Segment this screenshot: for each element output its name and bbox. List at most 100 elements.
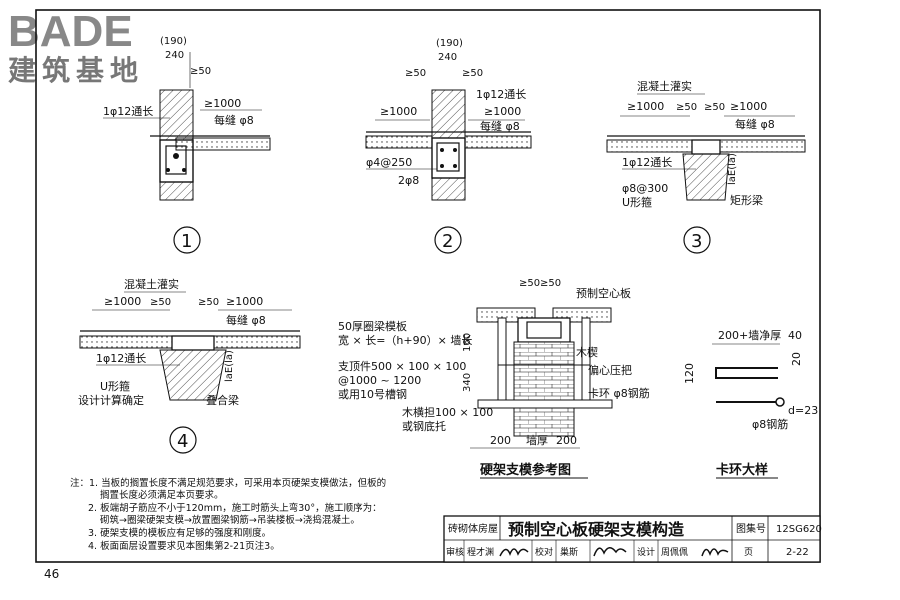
page-label: 页 xyxy=(744,547,753,558)
clip-ring-shape xyxy=(715,367,778,379)
dim-top: 200+墙净厚 xyxy=(718,328,781,342)
dim-160: 160 xyxy=(462,333,473,352)
grout-fill xyxy=(691,139,721,155)
rebar-joint-label: 每缝 φ8 xyxy=(214,113,254,127)
dim-50a: ≥50 xyxy=(405,68,426,79)
rect-beam xyxy=(682,153,730,201)
support-formwork-diagram: ≥50 ≥50 预制空心板 50厚圈梁模板 宽 × 长=（h+90）× 墙长 1… xyxy=(338,278,650,479)
design-label: 设计 xyxy=(637,546,655,558)
hollow-slab-right xyxy=(213,335,301,349)
dim-50b: ≥50 xyxy=(704,102,725,113)
beam-label: 叠合梁 xyxy=(206,393,239,407)
grout-label: 混凝土灌实 xyxy=(124,277,179,291)
anchor-label: laE(la) xyxy=(727,153,738,185)
dim-190: (190) xyxy=(436,38,463,49)
review-label: 审核 xyxy=(446,546,464,558)
checker-signature xyxy=(593,547,627,557)
dim-20: 20 xyxy=(790,352,803,366)
rebar-long-label: 1φ12通长 xyxy=(103,105,153,118)
hollow-slab xyxy=(175,137,271,151)
dim-1000: ≥1000 xyxy=(204,97,241,110)
slab-label: 预制空心板 xyxy=(576,286,631,300)
page-number-block: 2-22 xyxy=(786,547,809,558)
note-line: 注：1. 当板的搁置长度不满足规范要求，可采用本页硬架支模做法，但板的 xyxy=(70,477,386,489)
dim-340: 340 xyxy=(462,373,473,392)
detail-number: 2 xyxy=(442,231,453,252)
cam-lever-label: 偏心压把 xyxy=(588,363,632,377)
stirrup-label: φ8@300 xyxy=(622,182,668,195)
hollow-slab-left xyxy=(79,335,173,349)
detail-number-circle xyxy=(683,226,711,254)
dim-200a: 200 xyxy=(490,434,511,447)
hollow-slab-left xyxy=(606,139,693,153)
bottom-bar-label: 2φ8 xyxy=(398,174,419,187)
dim-50b: ≥50 xyxy=(462,68,483,79)
prop-label-2: @1000 ~ 1200 xyxy=(338,374,421,387)
dim-1000a: ≥1000 xyxy=(380,105,417,118)
atlas-number: 12SG620 xyxy=(776,524,822,535)
dim-d: d=23 xyxy=(788,404,818,417)
design-note-label: 设计计算确定 xyxy=(78,393,144,407)
dim-50b: ≥50 xyxy=(540,278,561,289)
reviewer-signature xyxy=(499,548,529,557)
note-line: 搁置长度必须满足本页要求。 xyxy=(100,489,224,501)
note-line: 4. 板面面层设置要求见本图集第2-21页注3。 xyxy=(88,540,280,552)
prop-left xyxy=(497,317,507,401)
detail-number-circle xyxy=(173,226,201,254)
grout-fill xyxy=(171,335,215,351)
beam-label: 矩形梁 xyxy=(730,193,763,207)
masonry-wall xyxy=(513,341,575,403)
dim-240: 240 xyxy=(438,52,457,63)
reviewer-name: 程才渊 xyxy=(467,546,494,558)
prop-label-3: 或用10号槽钢 xyxy=(338,388,407,401)
rebar-long-label: 1φ12通长 xyxy=(476,88,526,101)
drawing-title: 预制空心板硬架支模构造 xyxy=(508,520,685,539)
clip-label: 卡环 φ8钢筋 xyxy=(588,386,650,400)
detail-number: 3 xyxy=(691,231,702,252)
timber-crossbeam xyxy=(477,399,613,409)
rebar-joint-label: 每缝 φ8 xyxy=(480,119,520,133)
dim-50a: ≥50 xyxy=(150,297,171,308)
dim-1000a: ≥1000 xyxy=(104,295,141,308)
rebar-long-label: 1φ12通长 xyxy=(622,156,672,169)
wedge-label: 木楔 xyxy=(576,346,598,359)
anchor-label: laE(la) xyxy=(224,350,235,382)
designer-signature xyxy=(701,548,729,557)
rebar-joint-label: 每缝 φ8 xyxy=(735,117,775,131)
note-line: 砌筑→圈梁硬架支模→放置圈梁钢筋→吊装楼板→浇捣混凝土。 xyxy=(100,514,360,526)
dim-50b: ≥50 xyxy=(198,297,219,308)
detail-4: 混凝土灌实 ≥1000 ≥50 ≥50 ≥1000 每缝 φ8 1φ12通长 U… xyxy=(78,277,301,454)
category-label: 砖砌体房屋 xyxy=(448,522,498,535)
detail-number-circle xyxy=(434,226,462,254)
dim-50a: ≥50 xyxy=(519,278,540,289)
dim-200b: 200 xyxy=(556,434,577,447)
clip-caption: 卡环大样 xyxy=(716,462,768,478)
designer-name: 周佩佩 xyxy=(661,546,688,558)
checker-name: 巢斯 xyxy=(560,546,578,558)
crossbeam-label-1: 木横担100 × 100 xyxy=(402,405,493,419)
hollow-slab-right xyxy=(719,139,806,153)
detail-1: (190) 240 ≥50 ≥1000 1φ12通长 每缝 φ8 1 xyxy=(103,36,271,254)
dim-1000a: ≥1000 xyxy=(627,100,664,113)
dim-190: (190) xyxy=(160,36,187,47)
dim-40: 40 xyxy=(788,329,802,342)
dim-1000b: ≥1000 xyxy=(484,105,521,118)
dim-120: 120 xyxy=(683,363,696,384)
detail-number-circle xyxy=(169,426,197,454)
clip-ring-detail: 200+墙净厚 40 120 20 d=23 φ8钢筋 卡环大样 xyxy=(683,328,818,479)
notes: 注：1. 当板的搁置长度不满足规范要求，可采用本页硬架支模做法，但板的 搁置长度… xyxy=(70,477,386,552)
stirrup-type-label: U形箍 xyxy=(100,379,130,393)
formwork-label: 50厚圈梁模板 xyxy=(338,319,407,333)
grout-label: 混凝土灌实 xyxy=(637,79,692,93)
atlas-label: 图集号 xyxy=(736,522,766,535)
dim-50: ≥50 xyxy=(190,66,211,77)
composite-beam xyxy=(159,349,227,401)
drawing-frame xyxy=(35,9,821,563)
logo-subtitle: 建筑基地 xyxy=(8,55,144,86)
logo: BADE 建筑基地 xyxy=(8,7,144,86)
dim-50a: ≥50 xyxy=(676,102,697,113)
rebar-long-label: 1φ12通长 xyxy=(96,352,146,365)
page-number: 46 xyxy=(44,567,59,581)
masonry-wall-lower xyxy=(513,407,575,437)
